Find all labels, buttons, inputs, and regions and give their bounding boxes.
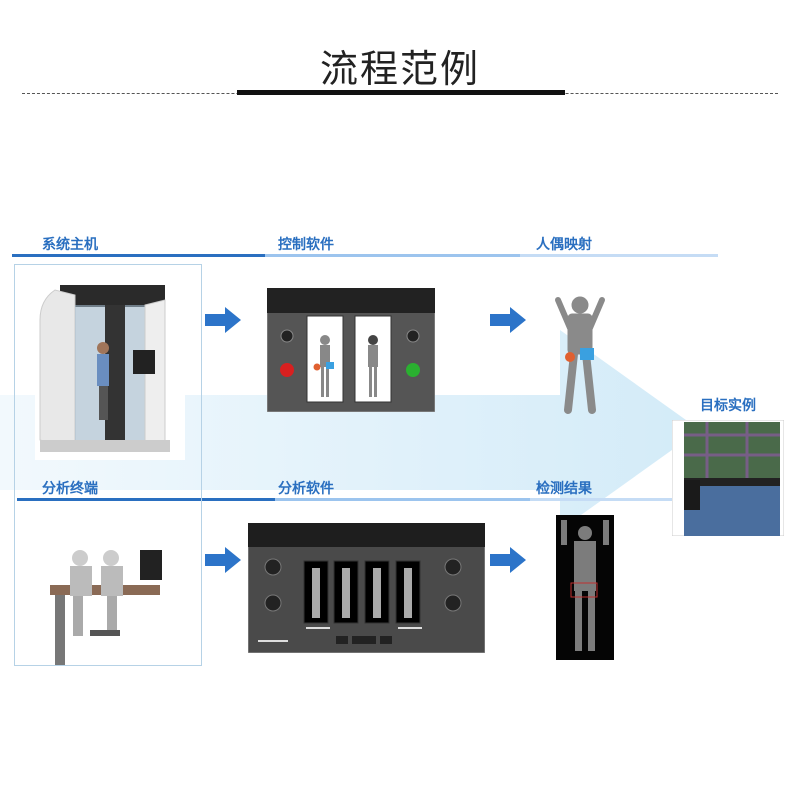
scan-result-image: [556, 515, 614, 660]
security-scanner-booth-image: [35, 280, 185, 460]
flow-background-arrow: [0, 330, 700, 530]
page-title: 流程范例: [319, 47, 480, 91]
arrow-right-icon: [490, 307, 526, 333]
label-analysis-terminal: 分析终端: [42, 481, 98, 497]
progress-line-2: [265, 254, 520, 257]
label-analysis-software: 分析软件: [278, 481, 334, 497]
analysis-software-panel-image: [248, 523, 485, 653]
control-software-panel-image: [267, 288, 435, 412]
progress-line-3: [520, 254, 718, 257]
arrow-right-icon: [205, 547, 241, 573]
label-control-software: 控制软件: [278, 237, 334, 253]
progress-line-5: [275, 498, 530, 501]
mannequin-mapping-image: [555, 296, 605, 414]
progress-line-4: [17, 498, 275, 501]
label-scan-result: 检测结果: [536, 481, 592, 497]
label-system-host: 系统主机: [42, 237, 98, 253]
analysis-workstation-image: [45, 530, 165, 665]
progress-line-1: [12, 254, 265, 257]
progress-line-6: [530, 498, 680, 501]
label-target-example: 目标实例: [700, 398, 756, 414]
arrow-right-icon: [490, 547, 526, 573]
label-mannequin-mapping: 人偶映射: [536, 237, 592, 253]
left-column-frame: [14, 264, 202, 666]
target-person-example-image: [672, 420, 784, 536]
arrow-right-icon: [205, 307, 241, 333]
title-underline: [237, 90, 565, 95]
